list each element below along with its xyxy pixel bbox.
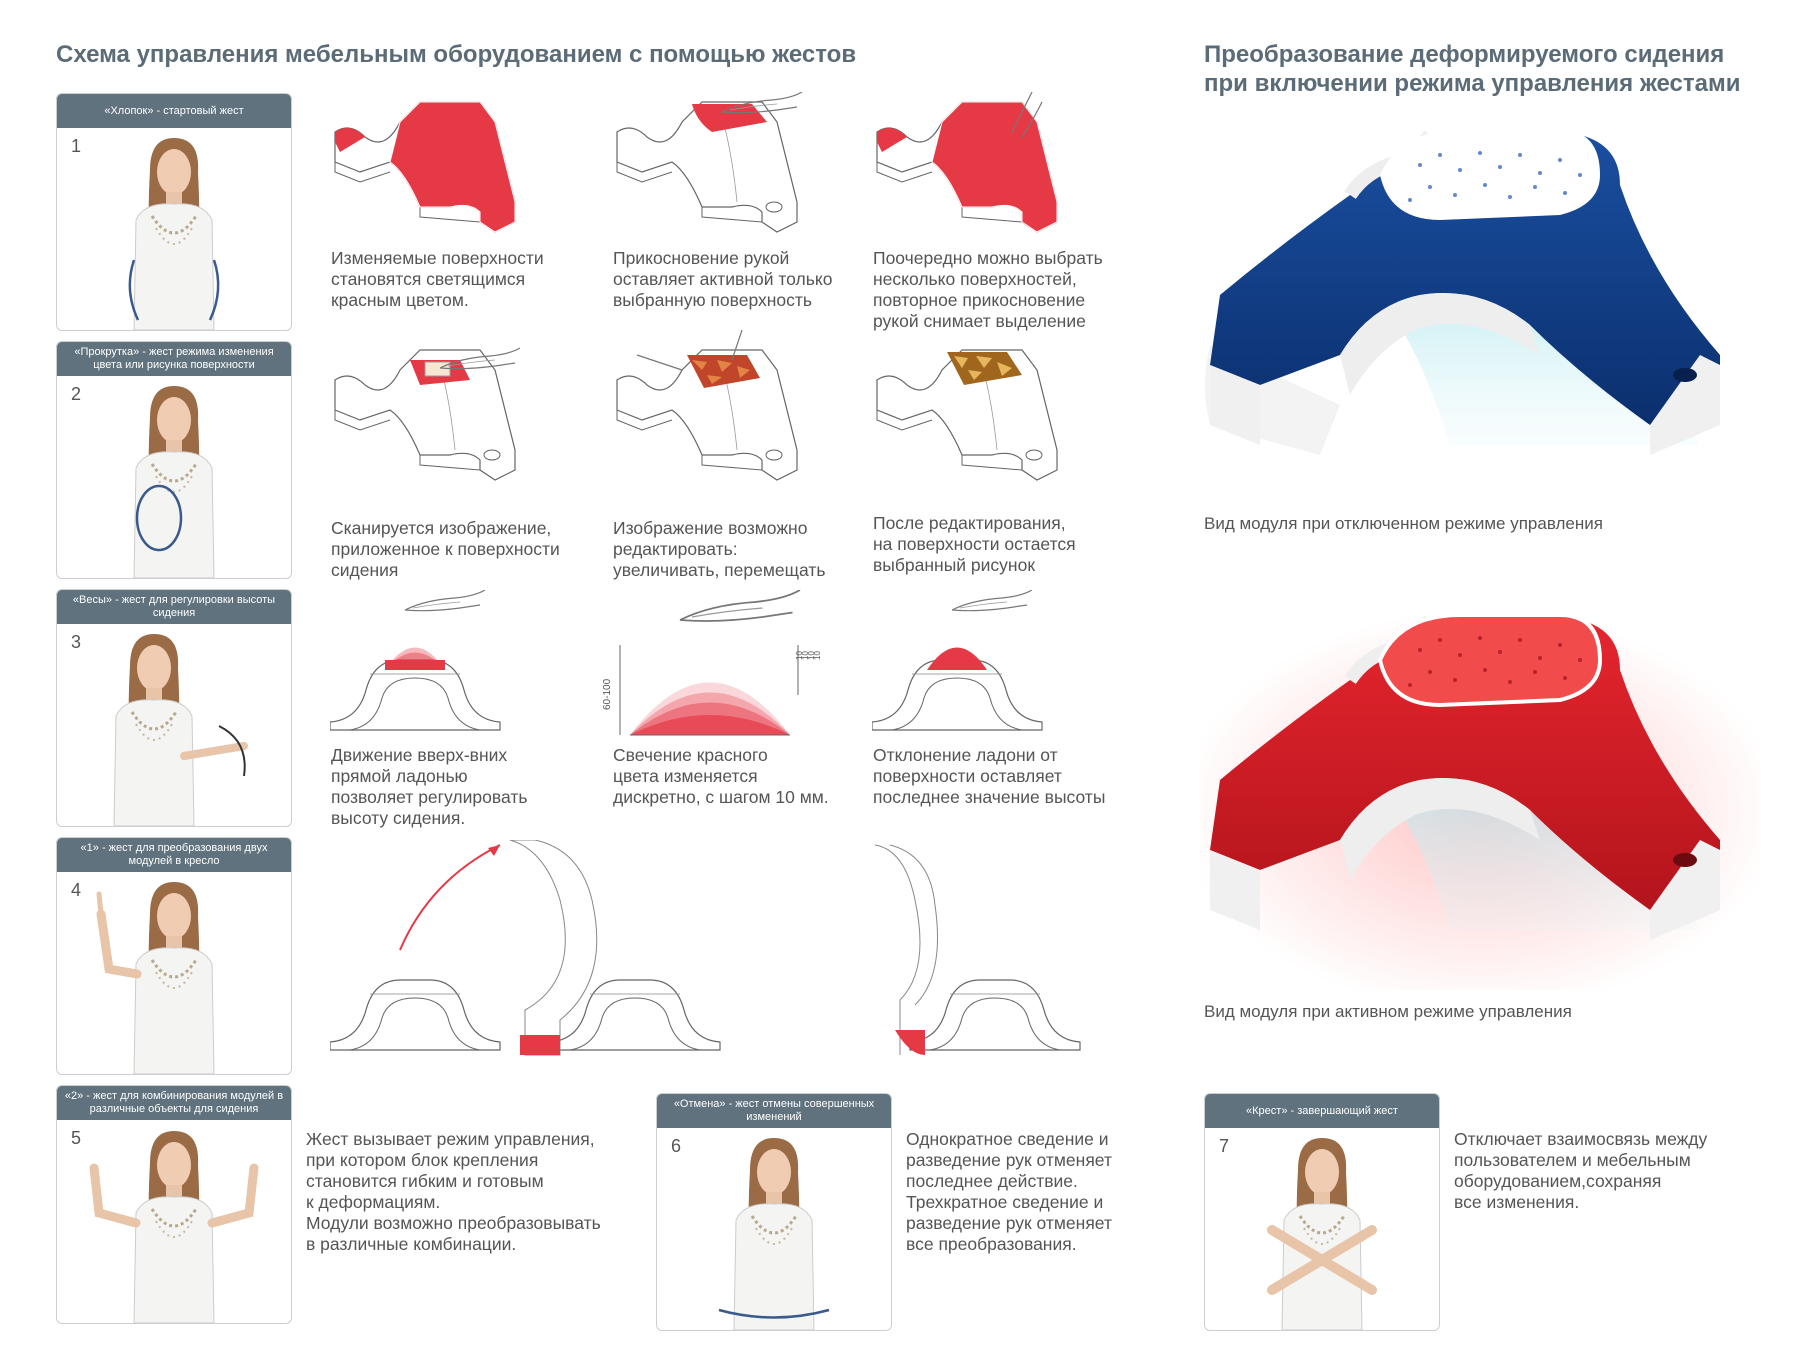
seat-diagram-multi-select bbox=[876, 92, 1058, 233]
gesture-card-5: «2» - жест для комбинирования модулей в … bbox=[56, 1085, 292, 1324]
step-label-4: 10 bbox=[813, 651, 822, 660]
step-desc-3: Поочередно можно выбрать несколько повер… bbox=[873, 248, 1103, 331]
person-photo-two bbox=[89, 1129, 259, 1323]
step-desc-9: Отклонение ладони от поверхности оставля… bbox=[873, 745, 1106, 807]
gesture-title-6: «Отмена» - жест отмены совершенных измен… bbox=[657, 1094, 891, 1128]
seat-diagram-scan bbox=[334, 347, 521, 481]
step-desc-4: Сканируется изображение, приложенное к п… bbox=[331, 518, 560, 580]
gesture-desc-7: Отключает взаимосвязь между пользователе… bbox=[1454, 1129, 1708, 1212]
gesture-title-2: «Прокрутка» - жест режима изменения цвет… bbox=[57, 342, 291, 376]
person-photo-scroll bbox=[132, 384, 216, 578]
step-desc-8: Свечение красного цвета изменяется дискр… bbox=[613, 745, 829, 807]
gesture-number-7: 7 bbox=[1219, 1136, 1230, 1156]
gesture-desc-5: Жест вызывает режим управления, при кото… bbox=[306, 1129, 601, 1254]
gesture-number-1: 1 bbox=[71, 136, 82, 156]
seat-diagram-touch bbox=[616, 92, 803, 233]
step-label-2: 10 bbox=[801, 651, 810, 660]
gesture-number-3: 3 bbox=[71, 632, 82, 652]
gesture-number-5: 5 bbox=[71, 1128, 82, 1148]
person-photo-scales bbox=[112, 632, 248, 826]
person-photo-clap bbox=[128, 136, 220, 330]
right-title-line2: при включении режима управления жестами bbox=[1204, 70, 1741, 97]
right-title-line1: Преобразование деформируемого сидения bbox=[1204, 41, 1725, 68]
gesture-title-4: «1» - жест для преобразования двух модул… bbox=[57, 838, 291, 872]
gesture-desc-6: Однократное сведение и разведение рук от… bbox=[906, 1129, 1112, 1254]
gesture-number-4: 4 bbox=[71, 880, 82, 900]
module-render-active bbox=[1200, 610, 1760, 990]
step-desc-6: После редактирования, на поверхности ост… bbox=[873, 513, 1076, 575]
step-desc-7: Движение вверх-вних прямой ладонью позво… bbox=[331, 745, 528, 828]
gesture-card-7: «Крест» - завершающий жест 7 bbox=[1204, 1093, 1440, 1331]
gesture-card-2: «Прокрутка» - жест режима изменения цвет… bbox=[56, 341, 292, 579]
gesture-number-2: 2 bbox=[71, 384, 82, 404]
gesture-title-7: «Крест» - завершающий жест bbox=[1205, 1094, 1439, 1128]
gesture-title-5: «2» - жест для комбинирования модулей в … bbox=[57, 1086, 291, 1120]
gesture-card-3: «Весы» - жест для регулировки высоты сид… bbox=[56, 589, 292, 827]
step-desc-5: Изображение возможно редактировать: увел… bbox=[613, 518, 826, 580]
gesture-number-6: 6 bbox=[671, 1136, 682, 1156]
gesture-title-3: «Весы» - жест для регулировки высоты сид… bbox=[57, 590, 291, 624]
person-photo-one bbox=[96, 880, 216, 1074]
seat-diagram-glow-all bbox=[334, 101, 516, 233]
seat-side-last-height bbox=[872, 590, 1043, 731]
step-desc-1: Изменяемые поверхности становятся светящ… bbox=[331, 248, 544, 310]
seat-glow-steps: 60-100 10 10 10 10 bbox=[602, 590, 822, 736]
modules-transform-diagram bbox=[330, 840, 1081, 1056]
gesture-title-1: «Хлопок» - стартовый жест bbox=[57, 94, 291, 128]
step-desc-2: Прикосновение рукой оставляет активной т… bbox=[613, 248, 833, 310]
gesture-card-4: «1» - жест для преобразования двух модул… bbox=[56, 837, 292, 1075]
gesture-card-1: «Хлопок» - стартовый жест 1 bbox=[56, 93, 292, 331]
gesture-card-6: «Отмена» - жест отмены совершенных измен… bbox=[656, 1093, 892, 1331]
step-label-3: 10 bbox=[807, 651, 816, 660]
height-range-label: 60-100 bbox=[602, 678, 613, 710]
left-title: Схема управления мебельным оборудованием… bbox=[56, 41, 857, 68]
seat-side-height-adjust bbox=[330, 590, 501, 731]
step-label-1: 10 bbox=[795, 651, 804, 660]
seat-diagram-pattern bbox=[876, 349, 1058, 481]
caption-mode-active: Вид модуля при активном режиме управлени… bbox=[1204, 1002, 1572, 1021]
person-photo-cancel bbox=[718, 1136, 830, 1330]
module-render-off bbox=[1205, 130, 1720, 455]
seat-diagram-edit bbox=[616, 330, 798, 481]
person-photo-cross bbox=[1267, 1136, 1377, 1330]
caption-mode-off: Вид модуля при отключенном режиме управл… bbox=[1204, 514, 1603, 533]
